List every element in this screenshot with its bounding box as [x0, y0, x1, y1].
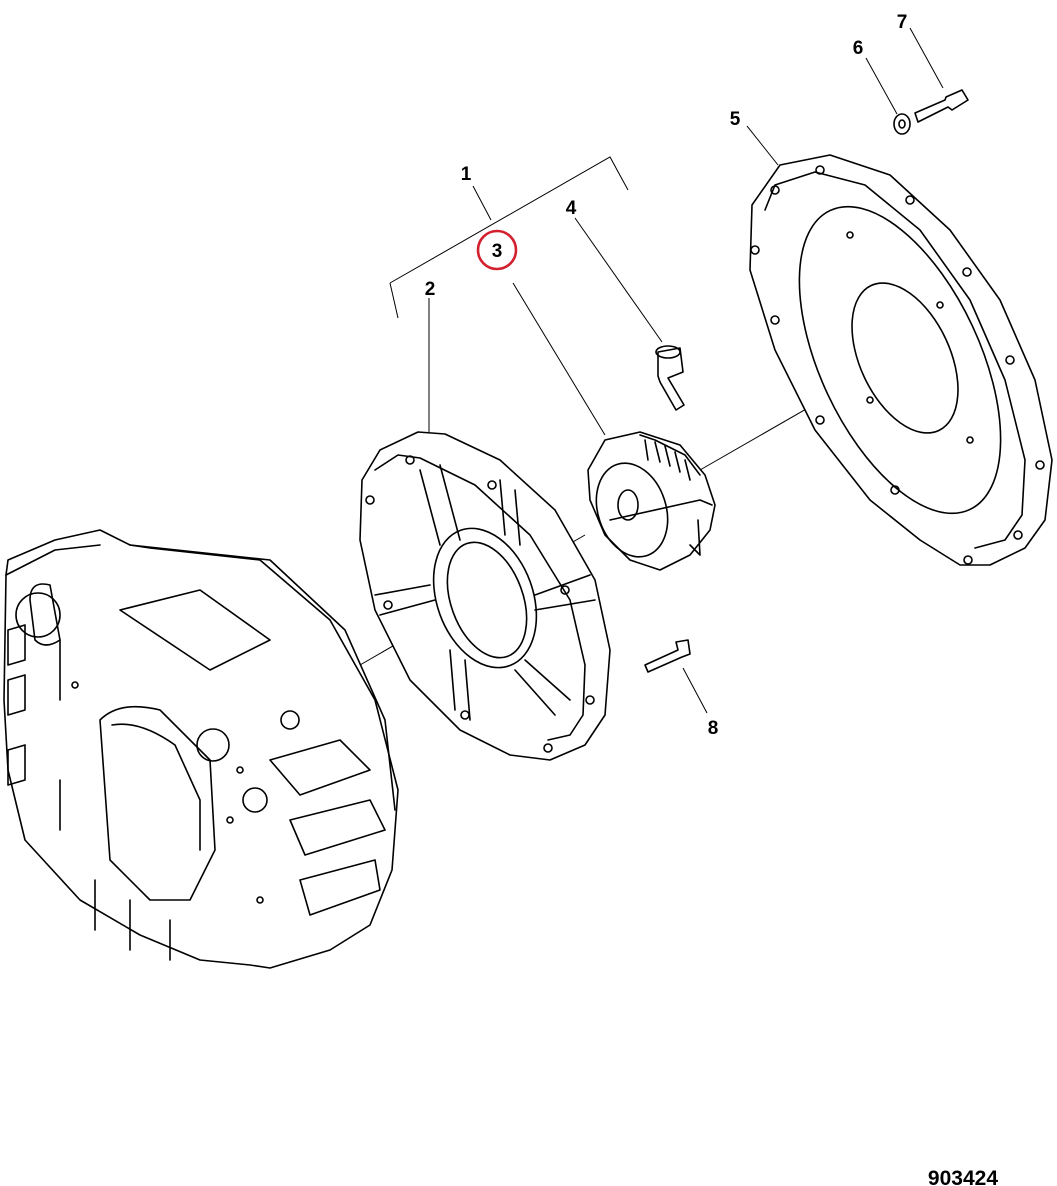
drive-ring-spider	[359, 431, 611, 761]
callout-3-highlight-ring	[476, 229, 518, 271]
document-number: 903424	[928, 1167, 998, 1186]
callout-4: 4	[566, 198, 577, 219]
callout-3: 3	[492, 241, 503, 262]
cap-screw-4	[655, 345, 685, 411]
leader-lines	[389, 27, 944, 714]
bolt-8	[644, 639, 691, 673]
flywheel-housing	[3, 529, 399, 969]
washer-6	[893, 113, 911, 135]
callout-6: 6	[853, 38, 864, 59]
callout-8: 8	[708, 718, 719, 739]
bolt-7	[914, 89, 969, 123]
callout-7: 7	[897, 12, 908, 33]
callouts: 1 2 3 4 5 6 7 8	[425, 12, 908, 739]
coupling-hub	[587, 431, 716, 571]
callout-1: 1	[461, 164, 472, 185]
flex-plate	[749, 154, 1053, 566]
callout-2: 2	[425, 279, 436, 300]
callout-5: 5	[730, 109, 741, 130]
